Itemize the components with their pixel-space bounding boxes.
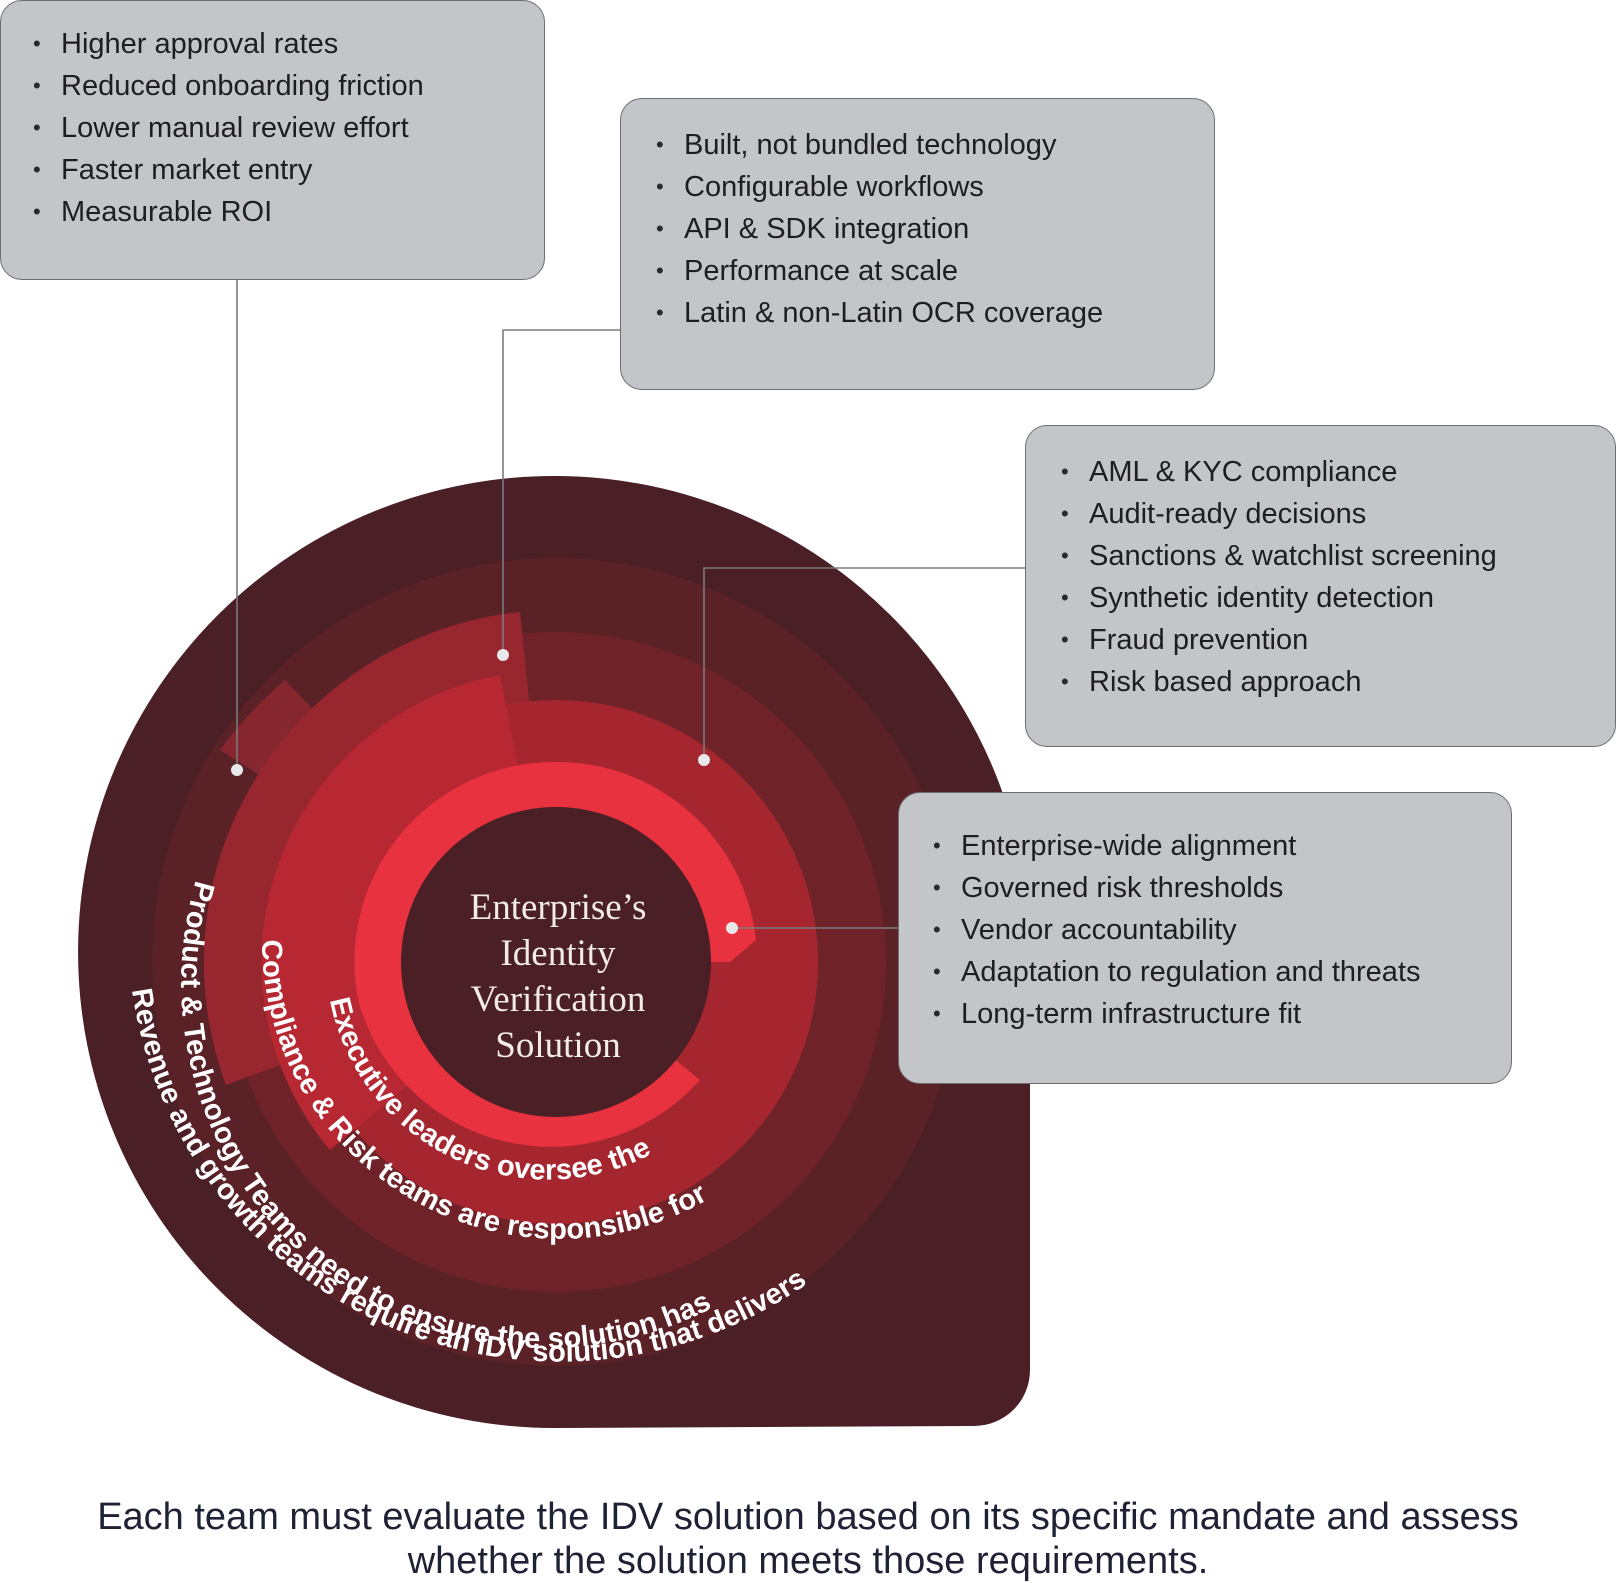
business-callout: Higher approval rates Reduced onboarding…	[0, 0, 545, 280]
center-title-line: Solution	[495, 1025, 621, 1066]
connector-product	[502, 329, 620, 655]
center-title: Enterprise’s Identity Verification Solut…	[398, 885, 718, 1069]
list-item: Sanctions & watchlist screening	[1061, 535, 1615, 577]
list-item: Faster market entry	[33, 149, 544, 191]
list-item: Lower manual review effort	[33, 107, 544, 149]
list-item: Measurable ROI	[33, 191, 544, 233]
connector-dot-product	[497, 649, 509, 661]
list-item: Higher approval rates	[33, 23, 544, 65]
list-item: Configurable workflows	[656, 166, 1214, 208]
list-item: API & SDK integration	[656, 208, 1214, 250]
list-item: Adaptation to regulation and threats	[933, 951, 1511, 993]
executive-list: Enterprise-wide alignment Governed risk …	[933, 825, 1511, 1035]
footer-caption: Each team must evaluate the IDV solution…	[0, 1495, 1616, 1583]
connector-compliance	[703, 567, 1025, 760]
list-item: Risk based approach	[1061, 661, 1615, 703]
center-title-line: Identity	[500, 933, 616, 974]
footer-line: whether the solution meets those require…	[407, 1540, 1209, 1582]
center-title-line: Enterprise’s	[469, 887, 647, 928]
connector-dot-business	[231, 764, 243, 776]
list-item: AML & KYC compliance	[1061, 451, 1615, 493]
product-list: Built, not bundled technology Configurab…	[656, 124, 1214, 334]
list-item: Enterprise-wide alignment	[933, 825, 1511, 867]
list-item: Fraud prevention	[1061, 619, 1615, 661]
product-callout: Built, not bundled technology Configurab…	[620, 98, 1215, 390]
list-item: Built, not bundled technology	[656, 124, 1214, 166]
executive-callout: Enterprise-wide alignment Governed risk …	[898, 792, 1512, 1084]
compliance-list: AML & KYC compliance Audit-ready decisio…	[1061, 451, 1615, 703]
footer-line: Each team must evaluate the IDV solution…	[97, 1496, 1519, 1538]
core-circle	[401, 807, 711, 1117]
list-item: Latin & non-Latin OCR coverage	[656, 292, 1214, 334]
list-item: Performance at scale	[656, 250, 1214, 292]
list-item: Audit-ready decisions	[1061, 493, 1615, 535]
compliance-callout: AML & KYC compliance Audit-ready decisio…	[1025, 425, 1616, 747]
connector-dot-compliance	[698, 754, 710, 766]
list-item: Reduced onboarding friction	[33, 65, 544, 107]
business-list: Higher approval rates Reduced onboarding…	[33, 23, 544, 233]
list-item: Governed risk thresholds	[933, 867, 1511, 909]
list-item: Synthetic identity detection	[1061, 577, 1615, 619]
center-title-line: Verification	[470, 979, 646, 1020]
connectors	[236, 280, 1025, 929]
list-item: Long-term infrastructure fit	[933, 993, 1511, 1035]
list-item: Vendor accountability	[933, 909, 1511, 951]
connector-dot-executive	[726, 922, 738, 934]
